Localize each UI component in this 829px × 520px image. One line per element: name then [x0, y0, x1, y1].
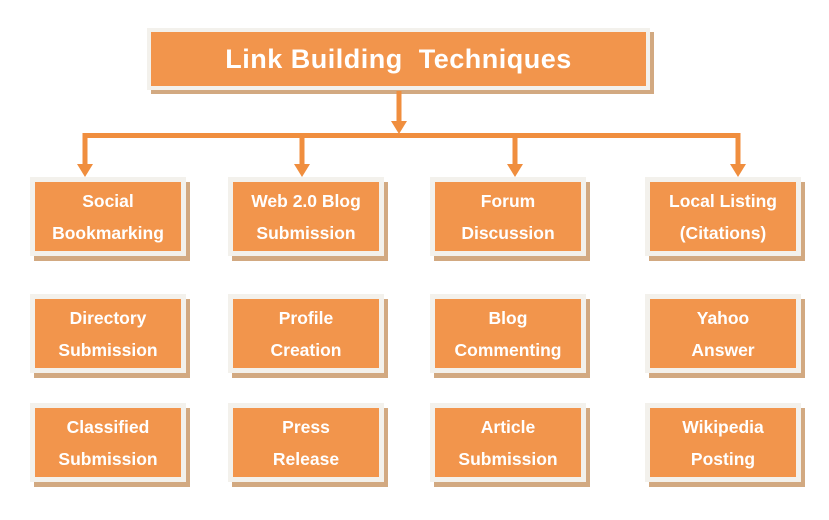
node-blog-commenting: Blog Commenting [430, 294, 586, 373]
arrowhead-3 [507, 164, 523, 177]
diagram-title: Link Building Techniques [225, 43, 572, 74]
node-classified-submission: Classified Submission [30, 403, 186, 482]
node-label: Press Release [272, 416, 340, 469]
node-web20-blog-submission: Web 2.0 Blog Submission [228, 177, 384, 256]
node-label: Article Submission [458, 416, 558, 469]
node-label: Wikipedia Posting [682, 416, 764, 469]
arrowhead-top [391, 121, 407, 134]
node-press-release: Press Release [228, 403, 384, 482]
node-label: Social Bookmarking [52, 190, 164, 243]
node-label: Profile Creation [270, 307, 342, 360]
node-forum-discussion: Forum Discussion [430, 177, 586, 256]
node-wikipedia-posting: Wikipedia Posting [645, 403, 801, 482]
node-label: Classified Submission [58, 416, 158, 469]
title-node: Link Building Techniques [147, 28, 650, 90]
node-directory-submission: Directory Submission [30, 294, 186, 373]
arrowhead-2 [294, 164, 310, 177]
arrowhead-1 [77, 164, 93, 177]
node-social-bookmarking: Social Bookmarking [30, 177, 186, 256]
node-article-submission: Article Submission [430, 403, 586, 482]
node-yahoo-answer: Yahoo Answer [645, 294, 801, 373]
node-local-listing-citations: Local Listing (Citations) [645, 177, 801, 256]
connector-bar [82, 133, 741, 166]
node-profile-creation: Profile Creation [228, 294, 384, 373]
node-label: Local Listing (Citations) [669, 190, 777, 243]
node-label: Yahoo Answer [691, 307, 755, 360]
node-label: Web 2.0 Blog Submission [251, 190, 361, 243]
node-label: Forum Discussion [461, 190, 555, 243]
arrowhead-4 [730, 164, 746, 177]
node-label: Blog Commenting [454, 307, 562, 360]
node-label: Directory Submission [58, 307, 158, 360]
